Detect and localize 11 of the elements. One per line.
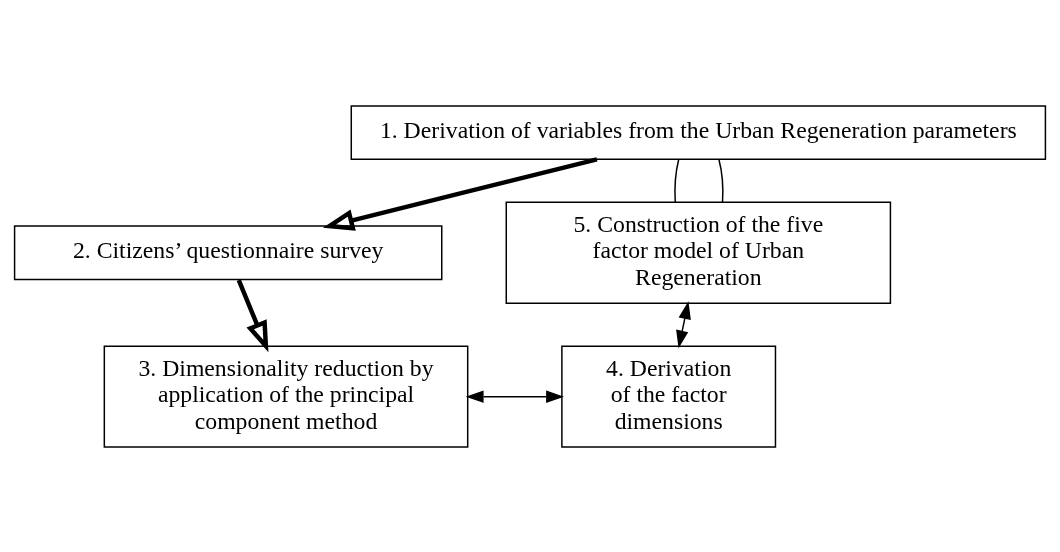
node-box: 4. Derivation of the factor dimensions — [561, 344, 777, 448]
arrow — [676, 300, 691, 348]
arrow — [236, 278, 269, 352]
connector — [718, 158, 724, 203]
arrow — [465, 389, 564, 403]
arrow — [322, 156, 598, 231]
node-box: 2. Citizens’ questionnaire survey — [13, 224, 443, 280]
node-box: 5. Construction of the five factor model of Urban Regeneration — [505, 201, 892, 304]
node-box: 1. Derivation of variables from the Urban Regeneration parameters — [350, 104, 1047, 160]
node-box: 3. Dimensionality reduction by application of the principal component method — [103, 344, 469, 448]
connector — [674, 158, 680, 203]
